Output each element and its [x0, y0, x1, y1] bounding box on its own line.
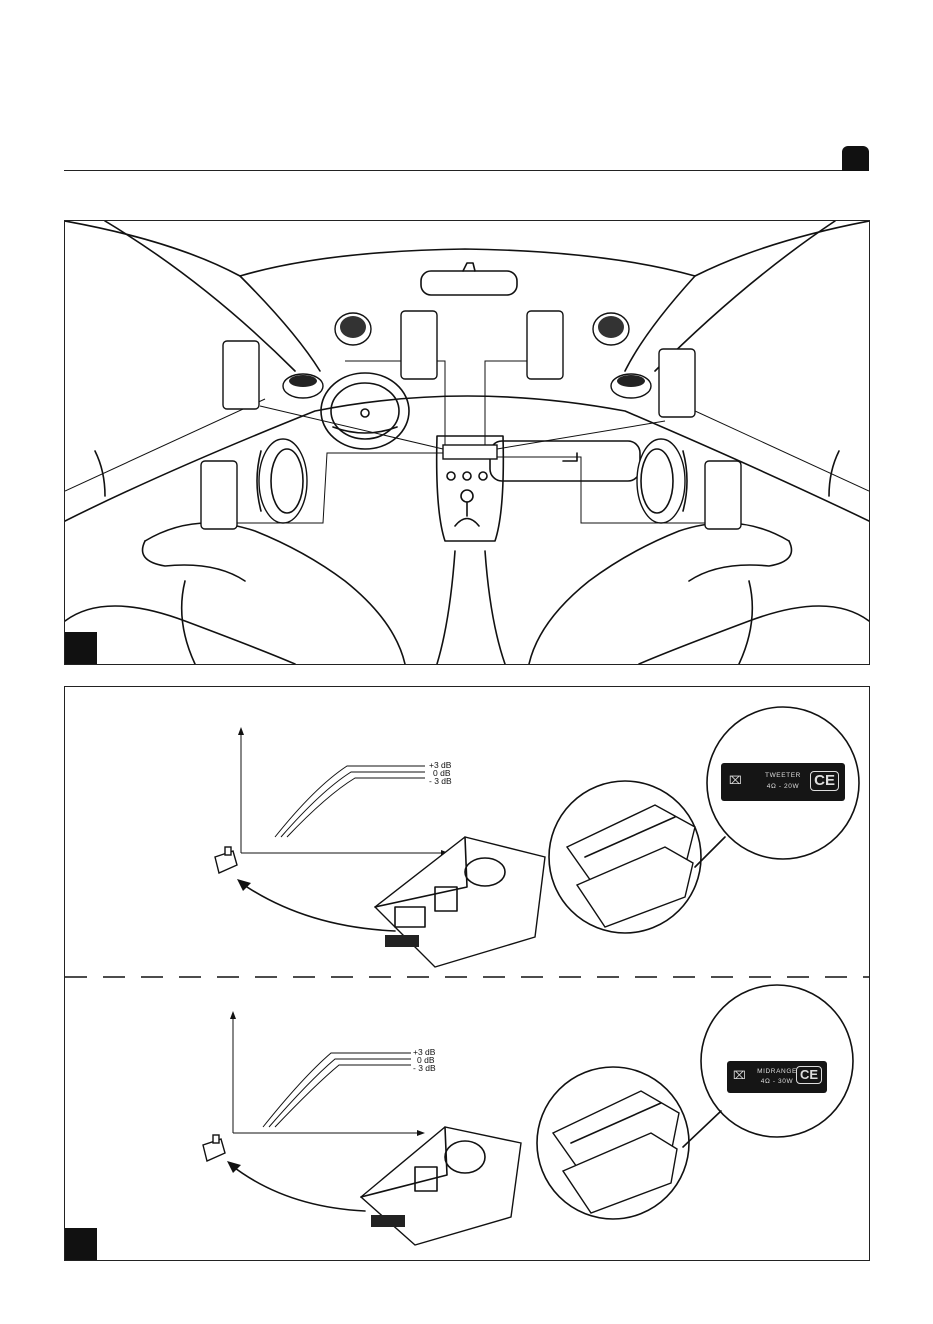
tweeter-zoom-circle — [549, 781, 701, 933]
gear-shifter-icon — [437, 436, 505, 664]
installation-panel — [64, 220, 870, 665]
crossover-panel: +3 dB 0 dB - 3 dB +3 dB 0 dB - 3 dB ⌧ TW… — [64, 686, 870, 1261]
rear-view-mirror-icon — [421, 263, 517, 295]
speaker-wiring — [65, 361, 869, 523]
midrange-left-icon — [283, 374, 323, 398]
midrange-db-minus3: - 3 dB — [413, 1064, 436, 1072]
midrange-arrow — [231, 1165, 365, 1211]
figure-marker-a — [65, 632, 97, 664]
tweeter-label-plate: ⌧ TWEETER 4Ω - 20W CE — [721, 763, 845, 801]
midrange-zoom-circle — [537, 1067, 689, 1219]
midrange-switch-icon — [203, 1135, 225, 1161]
ce-mark-icon: CE — [796, 1066, 822, 1084]
header-rule — [64, 170, 844, 171]
midrange-right-icon — [611, 374, 651, 398]
tweeter-right-icon — [593, 313, 629, 345]
tweeter-arrow — [241, 883, 395, 931]
windshield-icon — [65, 221, 869, 371]
woofer-right-icon — [637, 439, 687, 523]
midrange-label-plate: ⌧ MIDRANGE 4Ω - 30W CE — [727, 1061, 827, 1093]
tweeter-switch-icon — [215, 847, 237, 873]
tweeter-db-minus3: - 3 dB — [429, 777, 452, 785]
midrange-crossover-box-icon — [361, 1127, 521, 1245]
head-unit-icon — [443, 445, 497, 459]
car-interior-illustration — [65, 221, 869, 664]
tweeter-response-graph — [238, 727, 449, 856]
figure-marker-b — [65, 1228, 97, 1260]
tweeter-crossover-box-icon — [375, 837, 545, 967]
ce-mark-icon: CE — [810, 771, 839, 791]
tweeter-left-icon — [335, 313, 371, 345]
page-tab — [842, 146, 869, 171]
seats — [65, 523, 869, 664]
midrange-response-graph — [230, 1011, 425, 1136]
woofer-left-icon — [257, 439, 307, 523]
